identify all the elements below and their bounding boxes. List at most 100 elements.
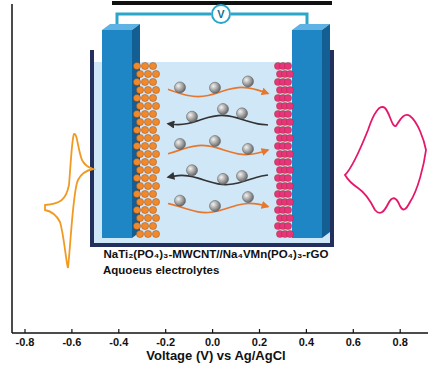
active-particle [286,134,293,141]
active-particle [286,70,293,77]
sodium-ion [210,136,221,147]
tick-mark [259,329,260,333]
active-particle [149,190,156,197]
tick-mark [353,329,354,333]
active-particle [141,174,148,181]
active-particle [141,142,148,149]
tick-label: 0.4 [299,336,314,349]
active-particle [136,118,143,125]
active-particle [152,150,159,157]
active-particle [136,182,143,189]
active-particle [136,70,143,77]
active-particle [133,158,140,165]
electrode-particles [133,62,293,237]
active-particle [149,126,156,133]
active-particle [144,86,151,93]
active-particle [141,206,148,213]
active-particle [144,198,151,205]
sodium-ion [187,165,198,176]
active-particle [286,182,293,189]
sodium-ion [218,173,229,184]
sodium-ion [243,76,254,87]
active-particle [152,198,159,205]
active-particle [144,150,151,157]
active-particle [152,182,159,189]
active-particle [284,126,291,133]
tick-label: 0.0 [205,336,220,349]
active-particle [149,174,156,181]
active-particle [152,102,159,109]
tick-mark [24,329,25,333]
tick-label: 0.2 [252,336,267,349]
tick-label: -0.2 [156,336,175,349]
active-particle [144,166,151,173]
active-particle [149,206,156,213]
active-particle [286,118,293,125]
active-particle [286,150,293,157]
sodium-ion [175,82,186,93]
active-particle [141,158,148,165]
active-particle [149,158,156,165]
active-particle [284,78,291,85]
tick-label: -0.6 [62,336,81,349]
cathode-cv-curve [345,107,426,213]
active-particle [152,70,159,77]
active-particle [152,118,159,125]
active-particle [133,190,140,197]
active-particle [149,94,156,101]
active-particle [133,110,140,117]
active-particle [284,206,291,213]
axis-ticks [25,329,400,333]
tick-mark [400,329,401,333]
active-particle [136,198,143,205]
tick-mark [212,329,213,333]
active-particle [133,206,140,213]
active-particle [286,198,293,205]
sodium-ion [237,171,248,182]
active-particle [141,110,148,117]
active-particle [149,222,156,229]
active-particle [136,166,143,173]
active-particle [152,166,159,173]
tick-label: 0.8 [393,336,408,349]
active-particle [284,62,291,69]
tick-label: -0.4 [109,336,128,349]
tick-mark [306,329,307,333]
active-particle [284,222,291,229]
active-particle [136,102,143,109]
sodium-ion [218,104,229,115]
active-particle [152,214,159,221]
active-particle [286,102,293,109]
active-particle [133,94,140,101]
active-particle [141,126,148,133]
axis-title: Voltage (V) vs Ag/AgCl [146,349,285,364]
active-particle [144,230,151,237]
active-particle [149,78,156,85]
active-particle [286,86,293,93]
tick-mark [71,329,72,333]
sodium-ion [210,200,221,211]
voltmeter-label: V [217,8,224,20]
active-particle [284,174,291,181]
active-particle [284,158,291,165]
active-particle [141,78,148,85]
active-particle [144,182,151,189]
active-particle [136,150,143,157]
anode-cv-curve [45,134,93,268]
tick-mark [165,329,166,333]
active-particle [152,230,159,237]
active-particle [133,78,140,85]
active-particle [133,142,140,149]
electrolyte-label: Aquoeus electrolytes [103,264,219,277]
active-particle [133,222,140,229]
active-particle [141,94,148,101]
ion-flow [168,76,268,213]
active-particle [284,94,291,101]
active-particle [152,86,159,93]
active-particle [286,166,293,173]
active-particle [144,214,151,221]
sodium-ion [210,82,221,93]
active-particle [286,230,293,237]
active-particle [136,230,143,237]
